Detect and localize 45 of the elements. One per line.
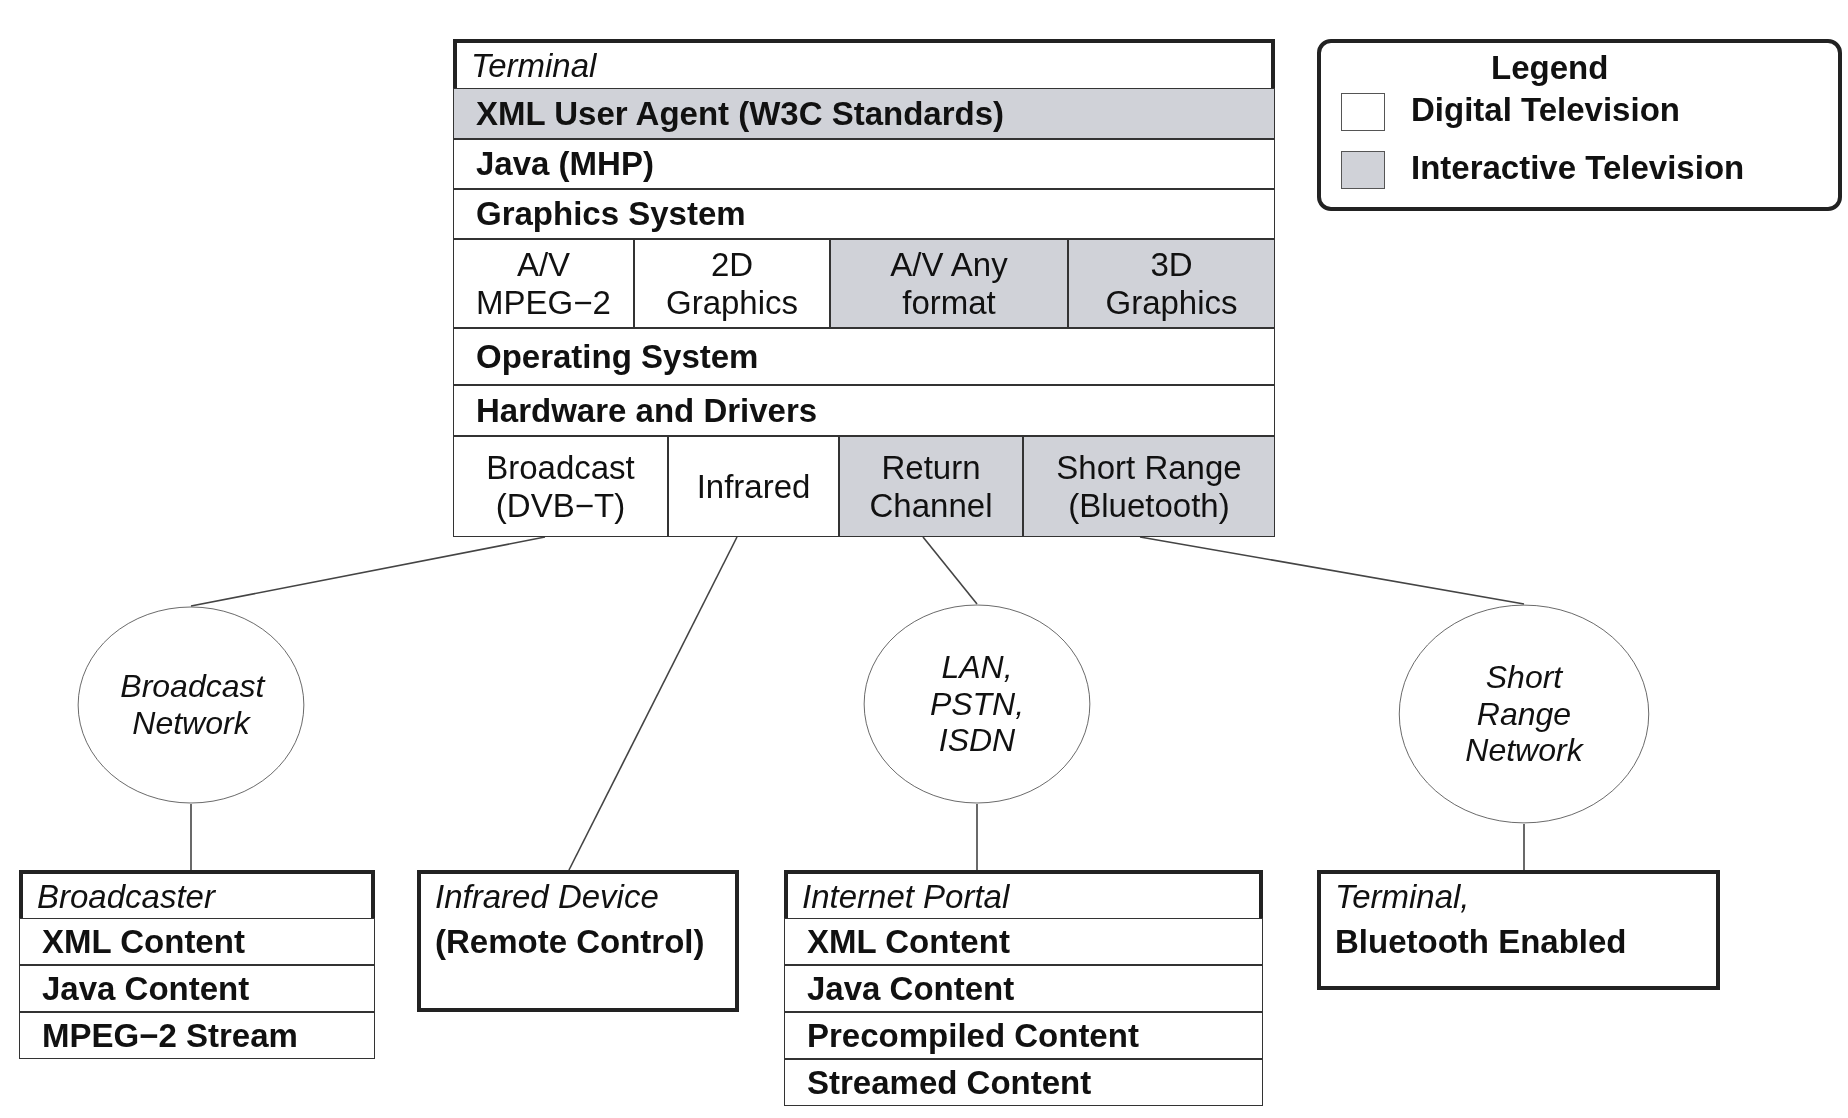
connector-line — [1523, 823, 1525, 871]
network-circle: Short Range Network — [1398, 604, 1650, 824]
layer-box: Java Content — [784, 965, 1263, 1012]
box-title: Internet Portal — [802, 878, 1010, 916]
component-box — [1317, 870, 1720, 990]
layer-box: XML User Agent (W3C Standards) — [453, 88, 1275, 139]
layer-box: MPEG−2 Stream — [19, 1012, 375, 1059]
box-title: Broadcaster — [37, 878, 215, 916]
layer-box: Java (MHP) — [453, 139, 1275, 189]
component-box — [453, 39, 1275, 537]
connector-line — [190, 536, 546, 607]
layer-box: XML Content — [784, 918, 1263, 965]
module-cell: A/V MPEG−2 — [453, 239, 634, 328]
layer-box: Precompiled Content — [784, 1012, 1263, 1059]
connector-line — [190, 803, 192, 871]
connector-line — [1139, 536, 1525, 605]
layer-box: Streamed Content — [784, 1059, 1263, 1106]
module-cell: Return Channel — [839, 436, 1023, 537]
box-body-text: Bluetooth Enabled — [1335, 922, 1627, 962]
module-cell: A/V Any format — [830, 239, 1068, 328]
layer-box: Java Content — [19, 965, 375, 1012]
network-circle: Broadcast Network — [77, 606, 305, 804]
layer-box: Operating System — [453, 328, 1275, 385]
legend-label: Digital Television — [1411, 91, 1680, 129]
connector-line — [568, 536, 738, 871]
component-box — [19, 870, 375, 1059]
box-body-text: (Remote Control) — [435, 922, 705, 962]
component-box — [784, 870, 1263, 1106]
module-cell: 2D Graphics — [634, 239, 830, 328]
box-title: Terminal — [471, 47, 597, 85]
legend-title: Legend — [1491, 49, 1609, 87]
box-title: Terminal, — [1335, 878, 1470, 916]
module-cell: Broadcast (DVB−T) — [453, 436, 668, 537]
component-box — [417, 870, 739, 1012]
layer-box: XML Content — [19, 918, 375, 965]
layer-box: Hardware and Drivers — [453, 385, 1275, 436]
layer-box: Graphics System — [453, 189, 1275, 239]
network-circle: LAN, PSTN, ISDN — [863, 604, 1091, 804]
module-cell: 3D Graphics — [1068, 239, 1275, 328]
connector-line — [976, 803, 978, 871]
module-cell: Infrared — [668, 436, 839, 537]
module-cell: Short Range (Bluetooth) — [1023, 436, 1275, 537]
box-title: Infrared Device — [435, 878, 659, 916]
connector-line — [922, 536, 978, 605]
legend-label: Interactive Television — [1411, 149, 1745, 187]
